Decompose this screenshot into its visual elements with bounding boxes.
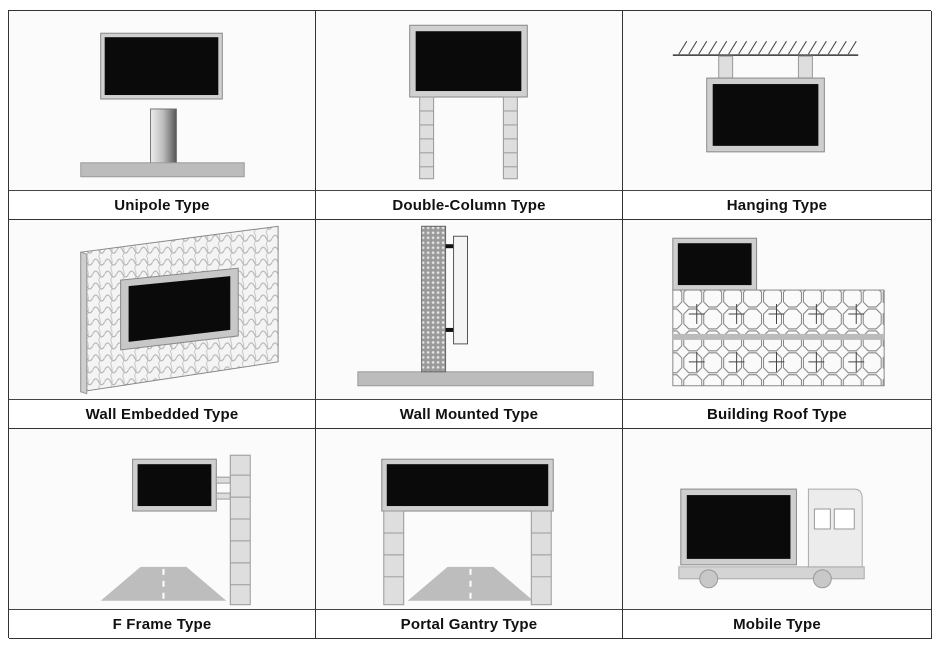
cell-f-frame: F Frame Type xyxy=(9,429,316,639)
type-label: F Frame Type xyxy=(9,609,315,638)
building-roof-screen-icon xyxy=(672,237,885,387)
f-frame-billboard-icon xyxy=(100,454,251,606)
cell-wall-mounted: Wall Mounted Type xyxy=(316,220,623,429)
type-label: Unipole Type xyxy=(9,190,315,219)
unipole-billboard-icon xyxy=(80,32,245,178)
cell-portal-gantry: Portal Gantry Type xyxy=(316,429,623,639)
type-label: Hanging Type xyxy=(623,190,931,219)
cell-unipole: Unipole Type xyxy=(9,11,316,220)
cell-building-roof: Building Roof Type xyxy=(623,220,932,429)
cell-double-column: Double-Column Type xyxy=(316,11,623,220)
hanging-screen-icon xyxy=(672,40,859,153)
cell-mobile: Mobile Type xyxy=(623,429,932,639)
mobile-truck-screen-icon xyxy=(678,488,865,589)
type-label: Portal Gantry Type xyxy=(316,609,622,638)
double-column-billboard-icon xyxy=(409,24,528,180)
type-label: Building Roof Type xyxy=(623,399,931,428)
wall-mounted-screen-icon xyxy=(357,225,594,387)
cell-wall-embedded: Wall Embedded Type xyxy=(9,220,316,429)
led-display-types-grid: Unipole Type Double-Column Type xyxy=(8,10,932,639)
wall-embedded-screen-icon xyxy=(80,225,279,395)
portal-gantry-billboard-icon xyxy=(381,458,554,606)
type-label: Double-Column Type xyxy=(316,190,622,219)
type-label: Mobile Type xyxy=(623,609,931,638)
type-label: Wall Mounted Type xyxy=(316,399,622,428)
type-label: Wall Embedded Type xyxy=(9,399,315,428)
cell-hanging: Hanging Type xyxy=(623,11,932,220)
